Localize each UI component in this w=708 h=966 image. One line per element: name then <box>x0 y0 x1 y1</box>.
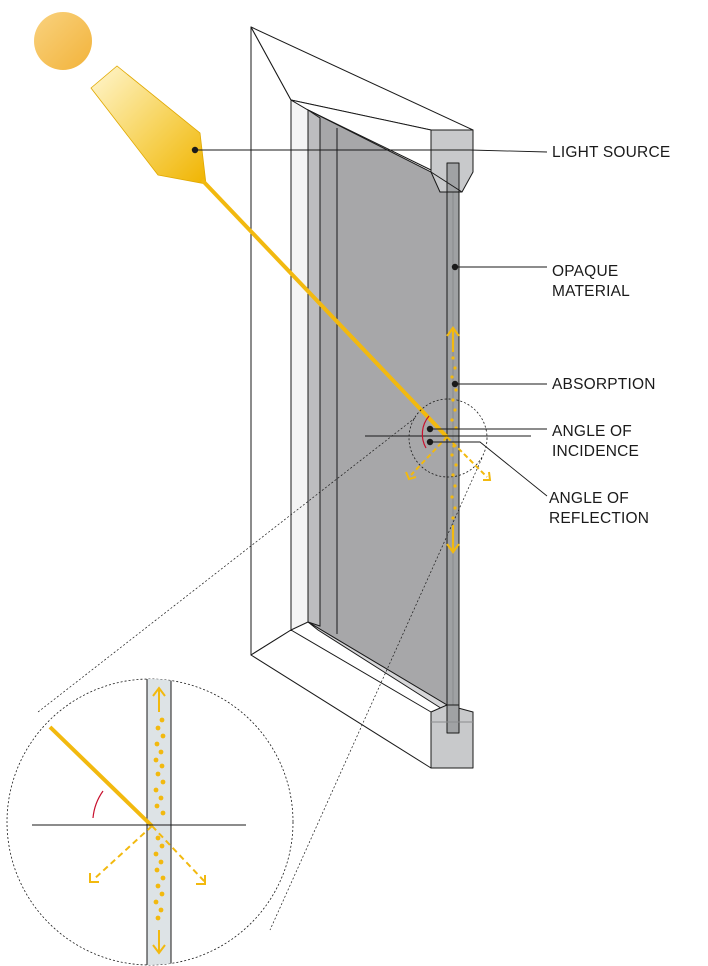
transmission-arrows-small <box>446 326 460 554</box>
incidence-angle-arc <box>421 415 430 449</box>
label-opaque-material-line2: MATERIAL <box>552 283 630 300</box>
zoom-target-circle <box>408 398 488 478</box>
zoom-glass-strip <box>146 679 172 965</box>
leader-dots <box>191 146 459 446</box>
label-absorption: ABSORPTION <box>552 376 656 393</box>
leader-lines <box>195 149 548 497</box>
leader-light-source <box>195 149 548 153</box>
label-angle-of-incidence-line1: ANGLE OF <box>552 423 632 440</box>
label-angle-of-reflection-line1: ANGLE OF <box>549 490 629 507</box>
opaque-material-strip <box>446 162 460 734</box>
label-opaque-material-line1: OPAQUE <box>552 263 619 280</box>
frame-bottom-cap <box>430 704 474 769</box>
frame-left-face <box>250 26 292 656</box>
label-angle-of-reflection-line2: REFLECTION <box>549 510 650 527</box>
glass-pane <box>307 109 448 713</box>
frame-inner-reveal <box>290 99 309 631</box>
label-opaque-material: OPAQUE MATERIAL <box>552 262 630 302</box>
zoom-incidence-angle-arc <box>92 790 104 819</box>
label-angle-of-incidence: ANGLE OF INCIDENCE <box>552 422 639 462</box>
window-frame <box>250 26 474 769</box>
frame-top-cap <box>430 129 474 193</box>
incident-beam <box>200 178 449 439</box>
leader-angle-reflection <box>430 441 548 497</box>
lamp-icon <box>90 65 207 185</box>
reflection-arrows-small <box>405 436 492 481</box>
zoom-incident-beam <box>48 725 154 828</box>
label-angle-of-reflection: ANGLE OF REFLECTION <box>549 489 649 529</box>
label-light-source: LIGHT SOURCE <box>552 144 671 161</box>
sun-icon <box>34 12 92 70</box>
zoom-detail <box>6 678 294 966</box>
label-angle-of-incidence-line2: INCIDENCE <box>552 443 640 460</box>
